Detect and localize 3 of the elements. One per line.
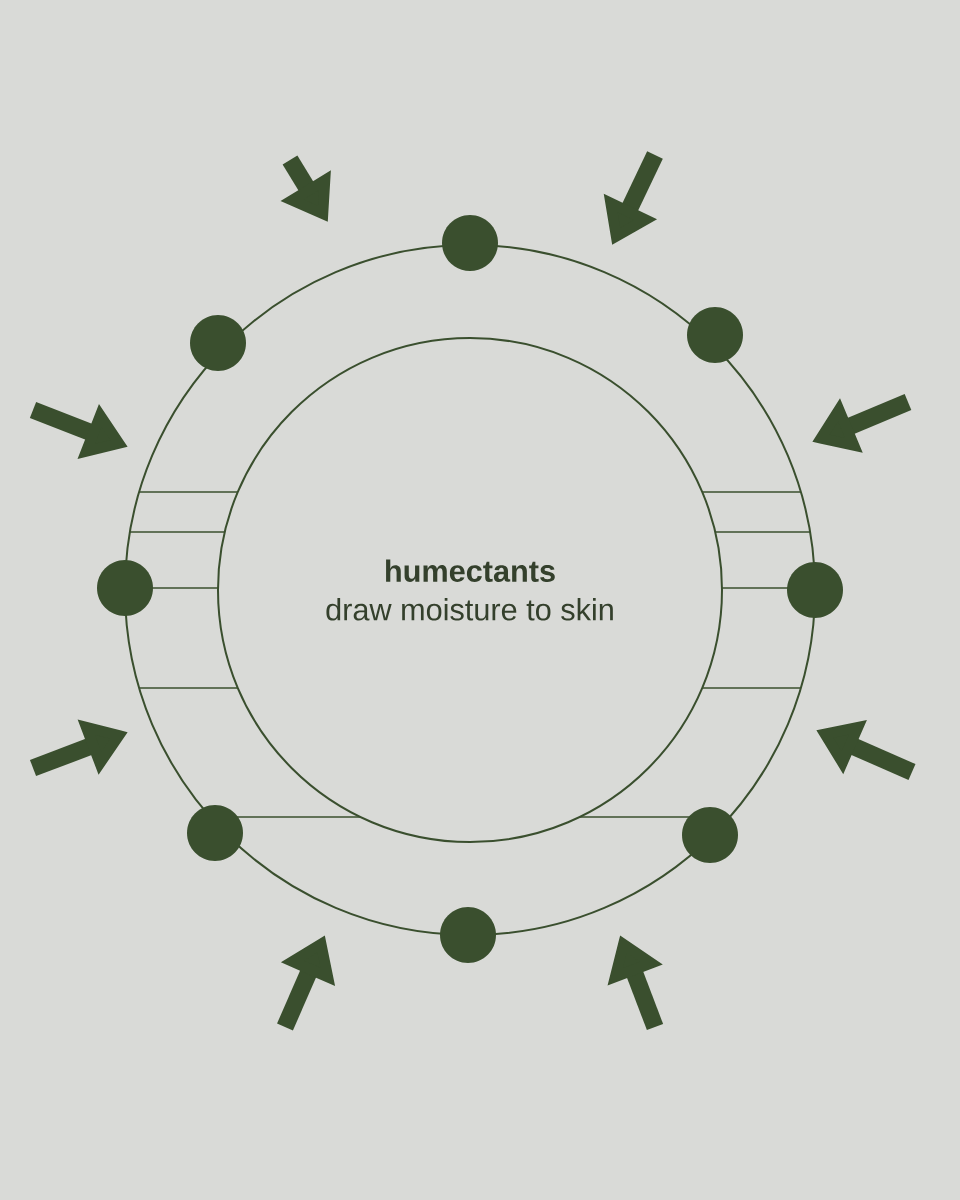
heading-text: humectants: [386, 559, 555, 582]
inner-circle: [217, 337, 723, 843]
caption-text: draw moisture to skin: [326, 598, 613, 621]
